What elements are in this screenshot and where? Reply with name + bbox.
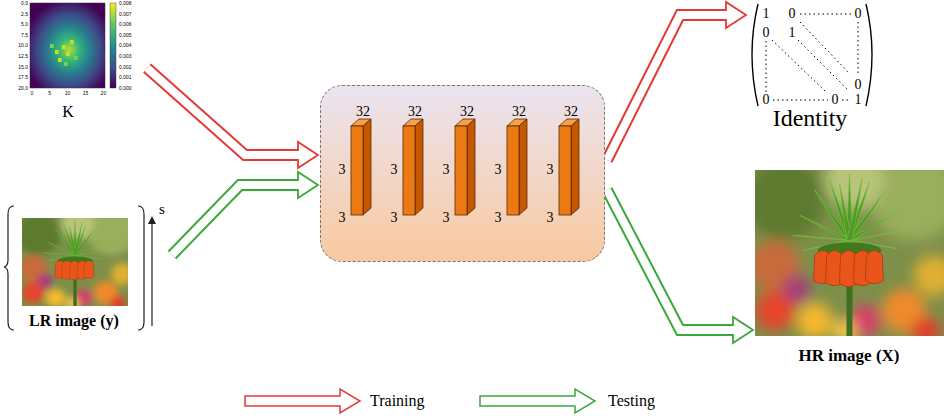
dimension-label: 3 bbox=[547, 211, 554, 225]
dimension-label: 32 bbox=[564, 105, 578, 119]
axis-tick: 0 bbox=[30, 91, 33, 96]
node-label: Identity bbox=[773, 106, 848, 130]
matrix-entry: 0 bbox=[832, 93, 839, 107]
dimension-label: 3 bbox=[443, 163, 450, 177]
dimension-label: 3 bbox=[495, 211, 502, 225]
node-label: K bbox=[62, 104, 74, 120]
matrix-entry: 1 bbox=[763, 7, 770, 21]
dimension-label: 3 bbox=[495, 163, 502, 177]
axis-tick: 0.007 bbox=[119, 11, 132, 16]
legend-label: Training bbox=[370, 393, 425, 409]
dimension-label: 3 bbox=[443, 211, 450, 225]
legend-arrow bbox=[245, 389, 360, 413]
matrix-entry: 0 bbox=[789, 7, 796, 21]
axis-tick: 0.0 bbox=[21, 1, 28, 6]
axis-tick: 0.004 bbox=[119, 43, 132, 48]
axis-tick: 0.002 bbox=[119, 64, 132, 69]
node-label: LR image (y) bbox=[29, 313, 119, 329]
dimension-label: 3 bbox=[339, 211, 346, 225]
training-arrow bbox=[147, 68, 318, 168]
conv-layer: 32 3 3 bbox=[437, 104, 483, 226]
matrix-entry: 1 bbox=[855, 93, 862, 107]
matrix-entry: 1 bbox=[789, 26, 796, 40]
conv-layer: 32 3 3 bbox=[489, 104, 535, 226]
dimension-label: 32 bbox=[460, 105, 474, 119]
axis-tick: 15.0 bbox=[18, 64, 28, 69]
axis-tick: 2.5 bbox=[21, 11, 28, 16]
axis-tick: 0.001 bbox=[119, 75, 132, 80]
axis-tick: 20 bbox=[101, 91, 107, 96]
scale-label: s bbox=[159, 202, 165, 217]
legend-arrow bbox=[480, 389, 595, 413]
conv-layer: 32 3 3 bbox=[385, 104, 431, 226]
dimension-label: 32 bbox=[512, 105, 526, 119]
conv-layer: 32 3 3 bbox=[541, 104, 587, 226]
axis-tick: 17.5 bbox=[18, 75, 28, 80]
axis-tick: 15 bbox=[83, 91, 89, 96]
axis-tick: 0.006 bbox=[119, 22, 132, 27]
axis-tick: 0.000 bbox=[119, 85, 132, 90]
training-arrow bbox=[607, 2, 746, 160]
axis-tick: 10.0 bbox=[18, 43, 28, 48]
kernel-heatmap: K bbox=[10, 0, 145, 122]
dimension-label: 32 bbox=[408, 105, 422, 119]
dimension-label: 3 bbox=[391, 211, 398, 225]
matrix-entry: 0 bbox=[855, 7, 862, 21]
axis-tick: 5.0 bbox=[21, 22, 28, 27]
axis-tick: 5 bbox=[48, 91, 51, 96]
axis-tick: 0.003 bbox=[119, 54, 132, 59]
dimension-label: 32 bbox=[356, 105, 370, 119]
dimension-label: 3 bbox=[339, 163, 346, 177]
testing-arrow bbox=[607, 190, 753, 343]
axis-tick: 12.5 bbox=[18, 54, 28, 59]
node-label: HR image (X) bbox=[798, 347, 899, 364]
conv-layer: 32 3 3 bbox=[333, 104, 379, 226]
dimension-label: 3 bbox=[391, 163, 398, 177]
axis-tick: 0.008 bbox=[119, 1, 132, 6]
legend-label: Testing bbox=[608, 393, 655, 409]
network-block: 32 3 3 32 3 3 32 3 3 32 3 3 32 3 3 bbox=[320, 85, 605, 262]
axis-tick: 0.005 bbox=[119, 32, 132, 37]
dimension-label: 3 bbox=[547, 163, 554, 177]
hr-image: HR image (X) bbox=[755, 170, 944, 369]
matrix-entry: 0 bbox=[855, 78, 862, 92]
axis-tick: 7.5 bbox=[21, 32, 28, 37]
axis-tick: 20.0 bbox=[18, 85, 28, 90]
testing-arrow bbox=[172, 172, 318, 255]
lr-image: LR image (y) bbox=[2, 203, 170, 333]
axis-tick: 10 bbox=[65, 91, 71, 96]
matrix-entry: 0 bbox=[763, 26, 770, 40]
matrix-entry: 0 bbox=[763, 93, 770, 107]
